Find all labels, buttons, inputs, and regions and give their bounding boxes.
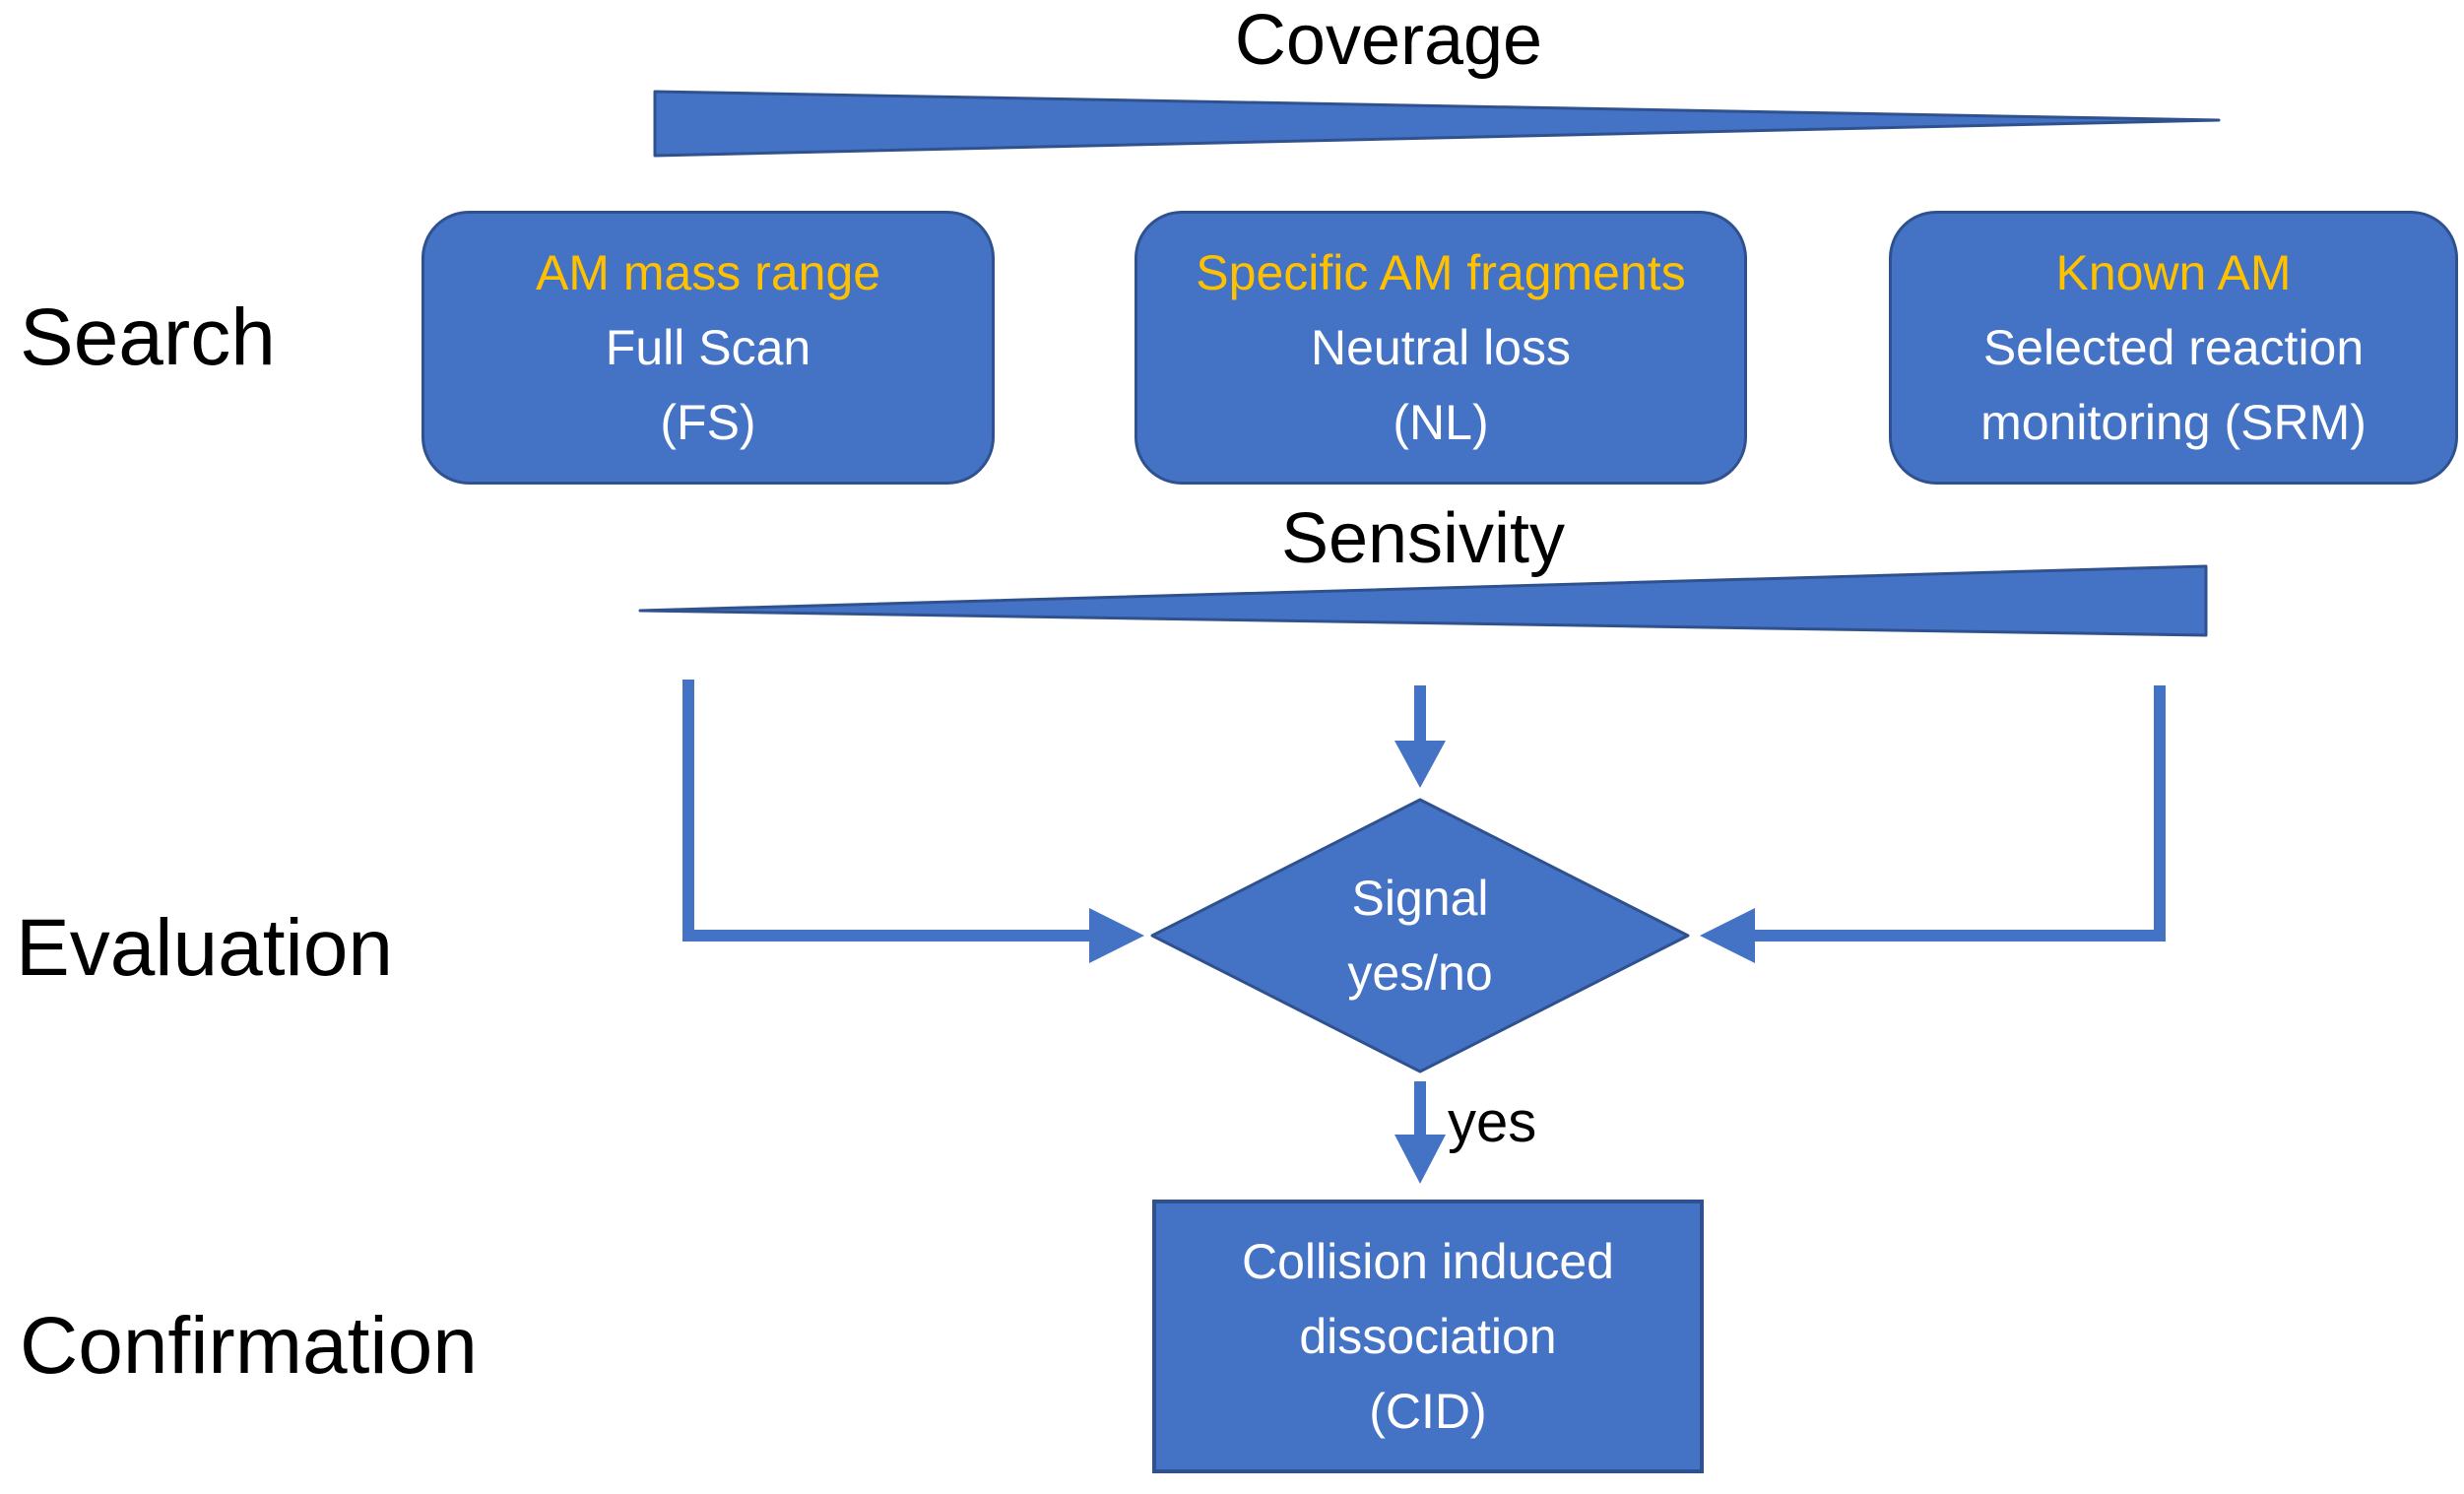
decision-text: Signal yes/no — [1223, 857, 1617, 1014]
right-connector-arrowhead-icon — [1700, 908, 1755, 963]
method-box-neutral-loss: Specific AM fragments Neutral loss (NL) — [1135, 211, 1747, 485]
method-abbr-label: (NL) — [1393, 395, 1489, 450]
yes-branch-label: yes — [1448, 1090, 1537, 1154]
method-box-full-scan: AM mass range Full Scan (FS) — [421, 211, 995, 485]
decision-line1: Signal — [1351, 871, 1489, 926]
stage-label-search: Search — [20, 292, 276, 382]
sensitivity-wedge — [638, 564, 2208, 637]
method-name-label: Full Scan — [605, 320, 811, 375]
method-abbr-label: monitoring (SRM) — [1980, 395, 2367, 450]
confirmation-box-cid: Collision induced dissociation (CID) — [1152, 1200, 1704, 1473]
center-connector-arrowhead-icon — [1394, 741, 1446, 788]
left-connector-arrowhead-icon — [1089, 908, 1144, 963]
method-target-label: Specific AM fragments — [1196, 245, 1686, 300]
method-target-label: Known AM — [2055, 245, 2292, 300]
left-connector-line — [682, 680, 1089, 942]
method-name-label: Neutral loss — [1311, 320, 1571, 375]
method-name-label: Selected reaction — [1982, 320, 2365, 375]
decision-line2: yes/no — [1347, 945, 1493, 1001]
method-box-srm: Known AM Selected reaction monitoring (S… — [1889, 211, 2458, 485]
coverage-label: Coverage — [1234, 1, 1543, 80]
stage-label-evaluation: Evaluation — [16, 903, 393, 993]
method-abbr-label: (FS) — [660, 395, 756, 450]
method-target-label: AM mass range — [535, 245, 881, 300]
right-connector-line — [1755, 685, 2166, 942]
sensitivity-label: Sensivity — [1280, 499, 1566, 578]
stage-label-confirmation: Confirmation — [20, 1301, 478, 1391]
confirmation-line3: (CID) — [1369, 1384, 1487, 1439]
confirmation-line1: Collision induced — [1241, 1234, 1614, 1289]
decision-diamond — [1150, 798, 1690, 1073]
yes-connector-arrowhead-icon — [1394, 1135, 1446, 1184]
confirmation-line2: dissociation — [1299, 1309, 1557, 1364]
coverage-wedge — [653, 90, 2221, 158]
